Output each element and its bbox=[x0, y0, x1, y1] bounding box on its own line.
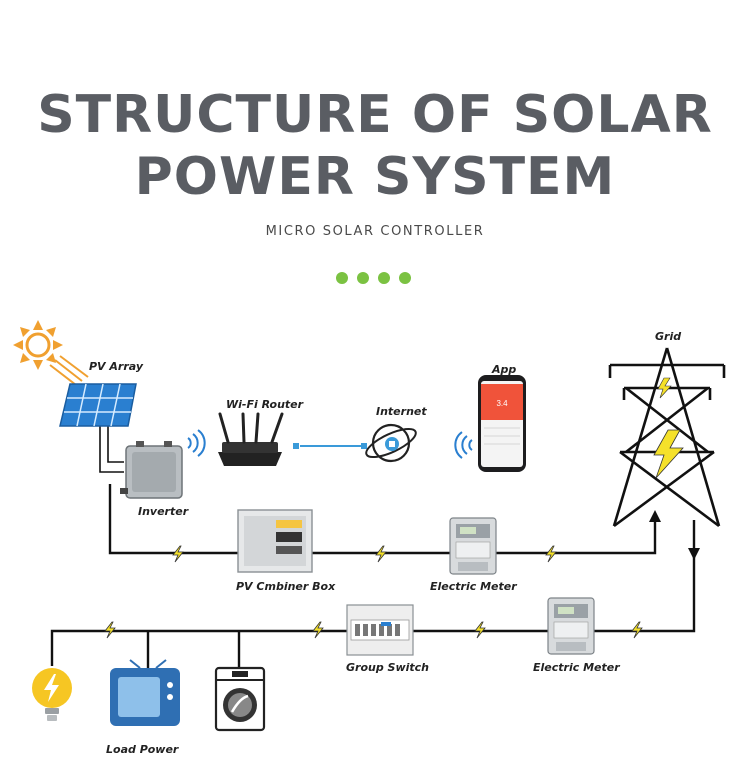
wire-panel-inverter-2 bbox=[107, 424, 124, 463]
tv-icon bbox=[110, 659, 180, 726]
tower-bolt-large-icon bbox=[653, 429, 684, 479]
label-internet: Internet bbox=[376, 405, 427, 418]
phone-signal-icon bbox=[454, 431, 473, 459]
wire-pv-to-grid bbox=[108, 484, 657, 555]
dot-3 bbox=[378, 272, 390, 284]
label-load-power: Load Power bbox=[106, 743, 179, 756]
router-internet-link bbox=[293, 443, 367, 449]
sun-icon bbox=[13, 320, 63, 370]
bolt-icon bbox=[474, 621, 486, 639]
wifi-router-icon bbox=[218, 412, 284, 466]
dot-1 bbox=[336, 272, 348, 284]
sun-rays-icon bbox=[49, 355, 89, 386]
bolt-icon bbox=[375, 545, 387, 563]
title-line-2: POWER SYSTEM bbox=[134, 147, 616, 207]
wire-panel-inverter-1 bbox=[99, 424, 124, 473]
label-wifi-router: Wi-Fi Router bbox=[226, 398, 304, 411]
bolt-icon bbox=[104, 621, 116, 639]
arrow-up-icon bbox=[649, 510, 661, 522]
label-grid: Grid bbox=[655, 330, 682, 343]
label-pv-array: PV Array bbox=[89, 360, 144, 373]
pv-combiner-box-icon bbox=[237, 509, 313, 573]
electric-meter-top-icon bbox=[449, 517, 497, 575]
subtitle: MICRO SOLAR CONTROLLER bbox=[265, 224, 485, 239]
wifi-signal-icon bbox=[187, 429, 206, 457]
light-bulb-icon bbox=[32, 668, 72, 721]
inverter-icon bbox=[120, 441, 183, 499]
arrow-down-icon bbox=[688, 548, 700, 560]
label-pv-combiner-box: PV Cmbiner Box bbox=[236, 580, 336, 593]
title-line-1: STRUCTURE OF SOLAR bbox=[37, 85, 713, 145]
phone-app-icon: 3.4 bbox=[478, 375, 526, 472]
dot-4 bbox=[399, 272, 411, 284]
label-group-switch: Group Switch bbox=[346, 661, 430, 674]
label-inverter: Inverter bbox=[138, 505, 189, 518]
label-app: App bbox=[492, 363, 517, 376]
label-electric-meter-top: Electric Meter bbox=[430, 580, 517, 593]
tower-bolt-small-icon bbox=[657, 377, 672, 399]
group-switch-icon bbox=[346, 604, 414, 656]
app-screen-value: 3.4 bbox=[496, 399, 508, 408]
bolt-icon bbox=[312, 621, 324, 639]
internet-icon bbox=[365, 423, 417, 463]
bolt-icon bbox=[545, 545, 557, 563]
dot-2 bbox=[357, 272, 369, 284]
solar-panel-icon bbox=[59, 383, 137, 427]
decorative-dots bbox=[336, 272, 416, 284]
electric-meter-bottom-icon bbox=[547, 597, 595, 655]
washing-machine-icon bbox=[214, 666, 266, 732]
label-electric-meter-bottom: Electric Meter bbox=[533, 661, 620, 674]
bolt-icon bbox=[631, 621, 643, 639]
bolt-icon bbox=[172, 545, 184, 563]
